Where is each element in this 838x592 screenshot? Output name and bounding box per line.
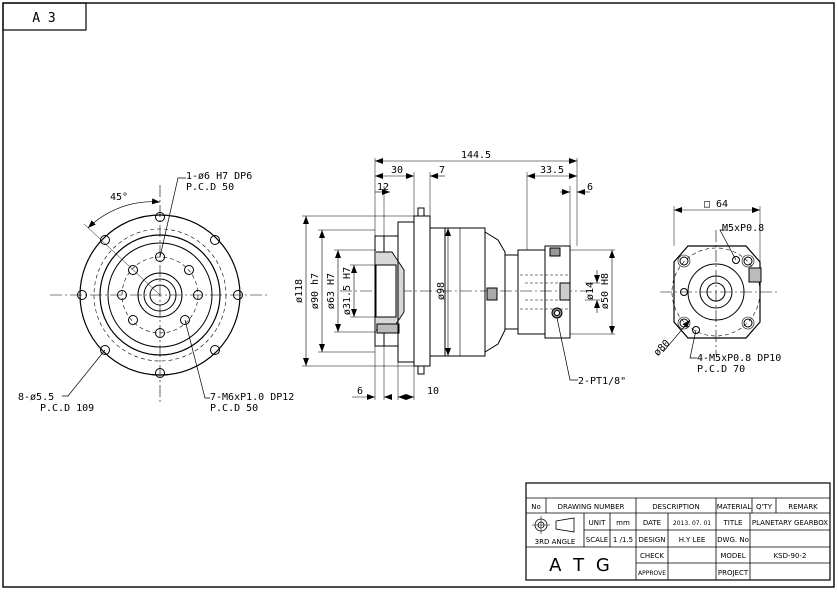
front-mount-holes-pcd: P.C.D 109 bbox=[40, 403, 94, 414]
front-hole1-pcd: P.C.D 50 bbox=[186, 182, 234, 193]
header-remark: REMARK bbox=[788, 503, 818, 511]
design-label: DESIGN bbox=[639, 536, 666, 544]
rear-corner-holes bbox=[677, 254, 755, 334]
title-label: TITLE bbox=[723, 519, 743, 527]
rear-square-dim: □ 64 bbox=[704, 199, 728, 210]
scale-label: SCALE bbox=[586, 536, 608, 544]
header-material: MATERIAL bbox=[717, 503, 752, 511]
third-angle-symbol-icon bbox=[532, 516, 575, 534]
sheet-size-box bbox=[2, 2, 87, 31]
approve-label: APPROVE bbox=[638, 570, 666, 577]
front-tap-holes bbox=[117, 252, 203, 338]
header-drawing-number: DRAWING NUMBER bbox=[558, 503, 625, 511]
header-no: No bbox=[531, 503, 541, 511]
project-label: PROJECT bbox=[718, 569, 749, 577]
date-value: 2013. 07. 01 bbox=[673, 520, 711, 527]
dia-50: ø50 H8 bbox=[600, 273, 611, 309]
dwg-label: DWG. No bbox=[717, 536, 749, 544]
dim-33-5: 33.5 bbox=[540, 165, 564, 176]
title-value: PLANETARY GEARBOX bbox=[752, 519, 828, 527]
dia-63: ø63 H7 bbox=[326, 273, 337, 309]
dia-14: ø14 bbox=[585, 282, 596, 300]
front-view bbox=[50, 177, 270, 405]
side-view bbox=[302, 158, 615, 400]
dim-10: 10 bbox=[427, 386, 439, 397]
header-description: DESCRIPTION bbox=[652, 503, 699, 511]
rear-tap-top: M5xP0.8 bbox=[722, 223, 764, 234]
dia-98: ø98 bbox=[436, 282, 447, 300]
model-label: MODEL bbox=[720, 552, 745, 560]
unit-label: UNIT bbox=[589, 519, 606, 527]
front-mount-holes-spec: 8-ø5.5 bbox=[18, 392, 54, 403]
rear-tap-holes-spec: 4-M5xP0.8 DP10 bbox=[697, 353, 781, 364]
port-spec: 2-PT1/8" bbox=[578, 376, 626, 387]
front-angle-label: 45° bbox=[110, 192, 128, 203]
dia-118: ø118 bbox=[294, 279, 305, 303]
dim-6-top: 6 bbox=[587, 182, 593, 193]
title-block: No DRAWING NUMBER DESCRIPTION MATERIAL Q… bbox=[525, 482, 831, 581]
date-label: DATE bbox=[643, 519, 661, 527]
dim-7: 7 bbox=[439, 165, 445, 176]
model-value: KSD-90-2 bbox=[774, 552, 807, 560]
dia-31-5: ø31.5 H7 bbox=[342, 267, 353, 315]
dim-30: 30 bbox=[391, 165, 403, 176]
unit-value: mm bbox=[616, 519, 630, 527]
rear-tap-holes-pcd: P.C.D 70 bbox=[697, 364, 745, 375]
check-label: CHECK bbox=[640, 552, 664, 560]
front-tap-holes-spec: 7-M6xP1.0 DP12 bbox=[210, 392, 294, 403]
front-tap-holes-pcd: P.C.D 50 bbox=[210, 403, 258, 414]
dia-90: ø90 h7 bbox=[310, 273, 321, 309]
sheet-size-label: A 3 bbox=[32, 11, 55, 26]
header-qty: Q'TY bbox=[756, 503, 773, 511]
front-hole1-spec: 1-ø6 H7 DP6 bbox=[186, 171, 252, 182]
atg-logo: A T G bbox=[549, 555, 613, 576]
rear-dia-80: ø80 bbox=[652, 338, 673, 359]
design-value: H.Y LEE bbox=[679, 536, 706, 544]
rear-view bbox=[660, 206, 780, 359]
dim-overall-length: 144.5 bbox=[461, 150, 491, 161]
dim-6-bottom: 6 bbox=[357, 386, 363, 397]
dim-12: 12 bbox=[377, 182, 389, 193]
scale-value: 1 /1.5 bbox=[613, 536, 633, 544]
projection-label: 3RD ANGLE bbox=[535, 538, 576, 546]
